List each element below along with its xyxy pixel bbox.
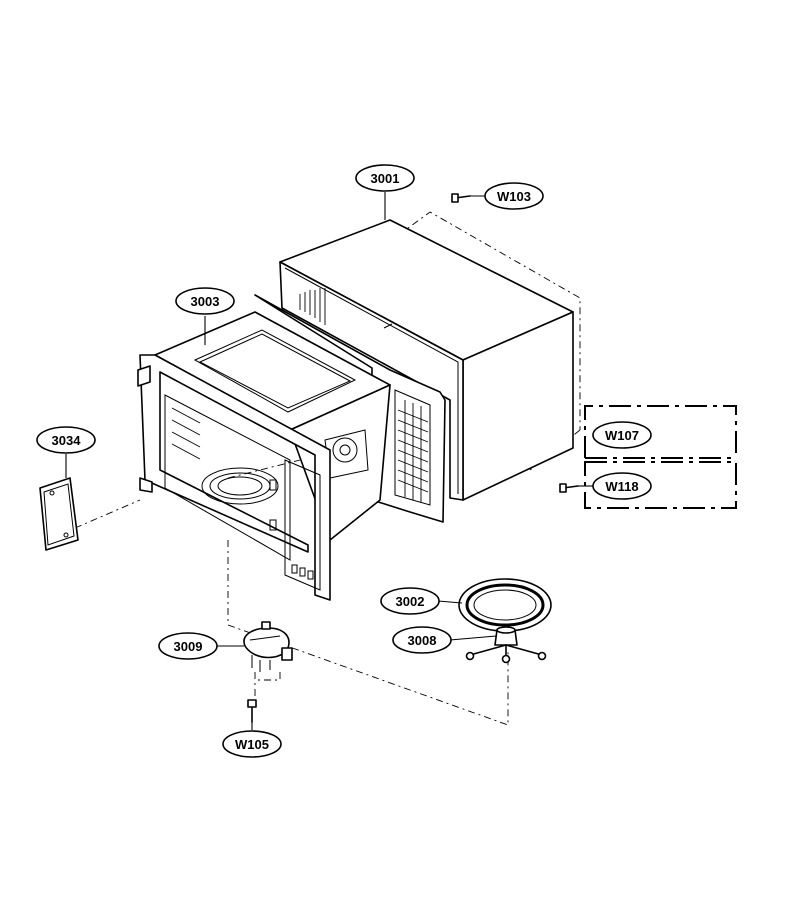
callout-label: 3008: [408, 633, 437, 648]
callout-3001: 3001: [355, 164, 415, 192]
cavity-left-wall: [171, 407, 201, 460]
callout-3002: 3002: [380, 587, 440, 615]
callout-w118: W118: [592, 472, 652, 500]
callout-label: 3003: [191, 294, 220, 309]
callout-label: W105: [235, 737, 269, 752]
screw-w103: [451, 193, 471, 203]
callout-label: 3001: [371, 171, 400, 186]
part-group-box-w107: [584, 405, 737, 459]
leader-lines: [65, 192, 594, 730]
callout-3034: 3034: [36, 426, 96, 454]
callout-3003: 3003: [175, 287, 235, 315]
turntable-motor-3009: [243, 621, 293, 672]
back-panel-mesh: [397, 400, 429, 503]
roller-stand-3008: [465, 626, 547, 664]
callout-w105: W105: [222, 730, 282, 758]
callout-label: 3034: [52, 433, 82, 448]
screw-w118: [559, 483, 579, 493]
callout-label: 3009: [174, 639, 203, 654]
outer-cabinet-3001: [279, 219, 574, 501]
callout-label: 3002: [396, 594, 425, 609]
callout-3008: 3008: [392, 626, 452, 654]
callout-label: W118: [605, 479, 638, 494]
callout-3009: 3009: [158, 632, 218, 660]
callout-label: W107: [605, 428, 639, 443]
turntable-plate-3002: [458, 578, 552, 632]
callout-label: W103: [497, 189, 531, 204]
callout-w107: W107: [592, 421, 652, 449]
screw-w105: [247, 699, 257, 723]
inner-cavity-3003: [137, 294, 446, 601]
callout-w103: W103: [484, 182, 544, 210]
cover-3034: [39, 477, 79, 551]
cabinet-vents: [299, 288, 326, 325]
part-group-box-w118: [584, 461, 737, 509]
